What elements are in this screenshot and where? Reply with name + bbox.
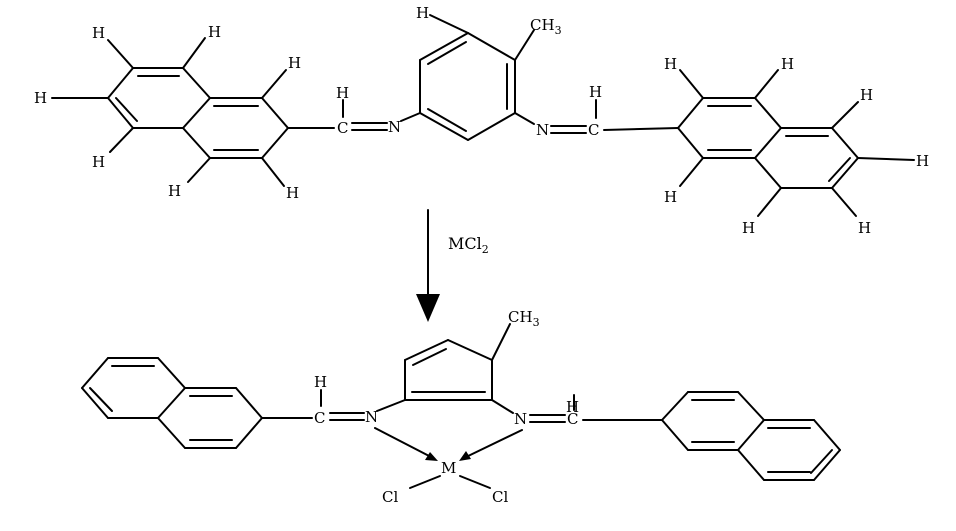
complex-right-naphthalene xyxy=(661,391,841,481)
atom-n: N xyxy=(365,408,378,426)
arrow-head xyxy=(416,294,440,322)
atom-h: H xyxy=(336,84,349,102)
atom-c: C xyxy=(314,409,325,427)
atom-h: H xyxy=(589,83,602,101)
atom-n: N xyxy=(536,121,549,139)
right-naphthalene-ring-b xyxy=(754,127,859,189)
atom-cl: Cl xyxy=(382,488,398,506)
atom-cl: Cl xyxy=(492,488,508,506)
complex-right-imine-bonds xyxy=(491,394,663,423)
central-benzene-ring xyxy=(419,14,535,141)
left-naphthalene-ring-b xyxy=(182,97,289,159)
reaction-arrow xyxy=(416,209,440,322)
atom-h: H xyxy=(286,184,299,202)
atom-c: C xyxy=(567,410,578,428)
left-naphthalene-h-bonds xyxy=(51,37,287,187)
coordination-bonds xyxy=(374,427,523,461)
complex-central-benzene xyxy=(404,323,511,401)
atom-h: H xyxy=(566,398,579,416)
atom-h: H xyxy=(781,55,794,73)
atom-c: C xyxy=(588,121,599,139)
atom-h: H xyxy=(208,23,221,41)
atom-h: H xyxy=(314,373,327,391)
atom-h: H xyxy=(858,219,871,237)
right-imine-bonds xyxy=(514,99,679,134)
atom-h: H xyxy=(742,219,755,237)
left-naphthalene-ring-a xyxy=(107,67,211,129)
atom-h: H xyxy=(916,152,929,170)
methyl-group: CH3 xyxy=(530,16,562,37)
ligand-molecule: H H H H H H H C H N xyxy=(34,4,929,237)
complex-left-naphthalene xyxy=(81,357,263,449)
metal-complex: C H N CH3 N C H xyxy=(81,308,841,506)
atom-h: H xyxy=(92,153,105,171)
atom-h: H xyxy=(860,86,873,104)
metal-chloride-bonds xyxy=(409,475,491,489)
atom-n: N xyxy=(514,410,527,428)
atom-h: H xyxy=(288,54,301,72)
atom-metal: M xyxy=(441,459,456,477)
atom-h: H xyxy=(664,55,677,73)
coordination-arrow-head xyxy=(425,452,438,461)
atom-n: N xyxy=(388,118,401,136)
reagent-label: MCl2 xyxy=(448,234,489,256)
atom-h: H xyxy=(664,188,677,206)
atom-c: C xyxy=(337,119,348,137)
atom-h: H xyxy=(168,182,181,200)
atom-h: H xyxy=(92,24,105,42)
right-naphthalene-ring-a xyxy=(677,97,782,159)
left-imine-bonds xyxy=(287,99,421,131)
coordination-arrow-head xyxy=(459,451,471,461)
complex-left-imine-bonds xyxy=(261,389,406,421)
right-naphthalene-h-bonds xyxy=(679,69,915,217)
atom-h: H xyxy=(416,4,429,22)
methyl-group: CH3 xyxy=(508,308,540,329)
atom-h: H xyxy=(34,89,47,107)
